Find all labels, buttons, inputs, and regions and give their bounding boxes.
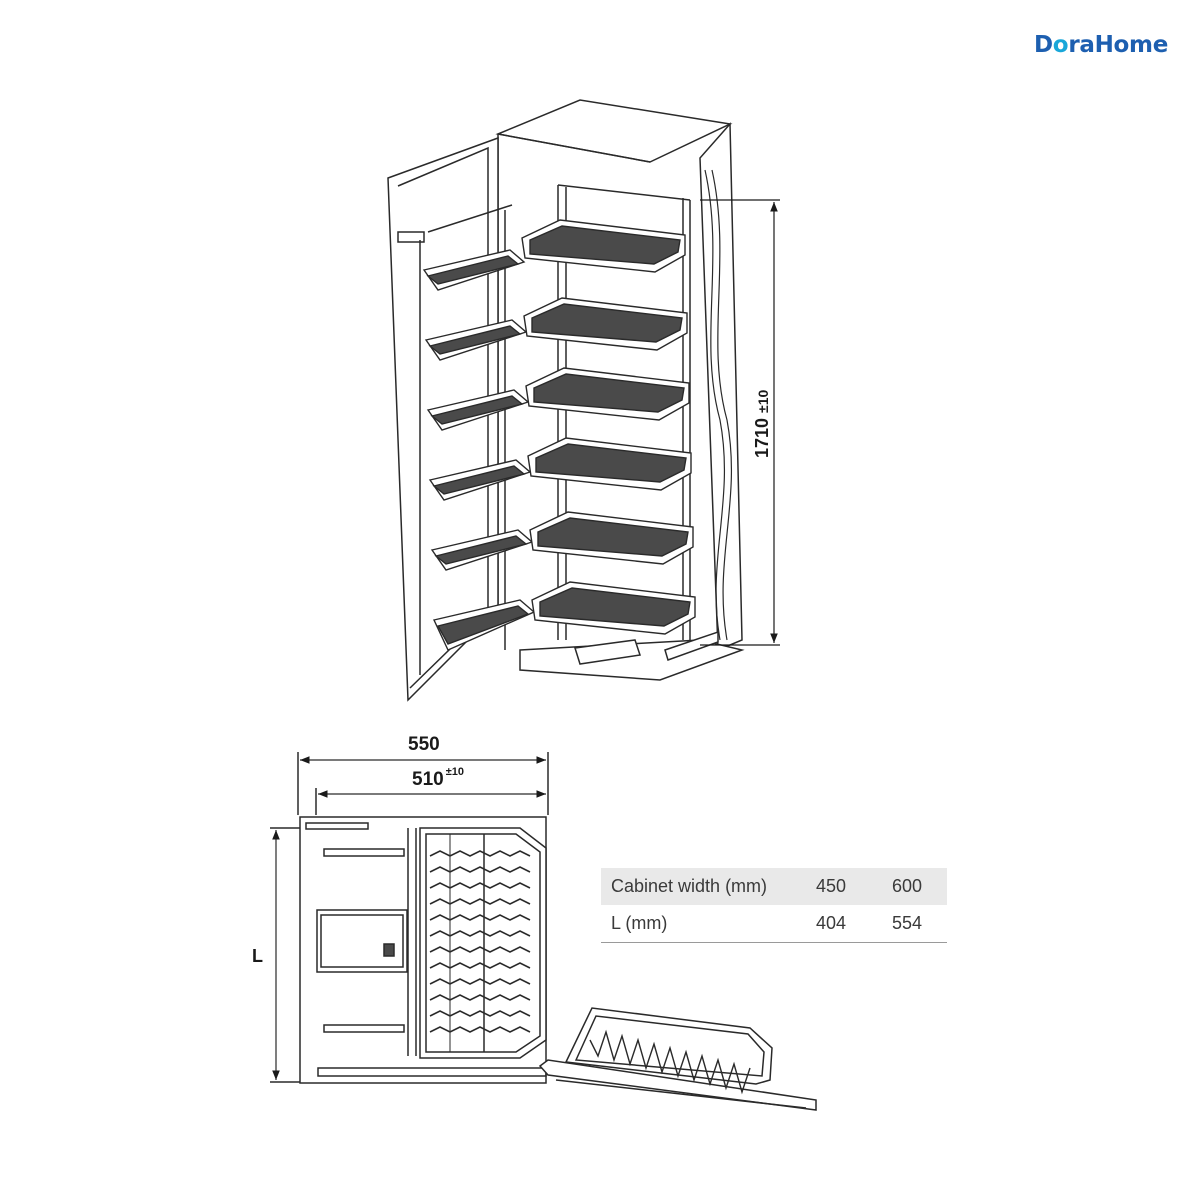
spec-table-row: L (mm) 404 554 <box>601 905 947 943</box>
main-basket <box>523 297 688 351</box>
main-basket <box>521 219 686 273</box>
inner-width-label: 510±10 <box>412 766 464 790</box>
depth-label: L <box>252 946 263 966</box>
door-basket <box>422 249 526 291</box>
spec-table: Cabinet width (mm) 450 600 L (mm) 404 55… <box>601 868 947 943</box>
main-basket <box>529 511 694 565</box>
door-basket <box>428 459 532 501</box>
spec-table-header-row: Cabinet width (mm) 450 600 <box>601 868 947 905</box>
door-baskets <box>422 249 536 651</box>
door-basket <box>430 529 534 571</box>
height-dimension <box>700 199 780 646</box>
spec-row-value-1: 404 <box>816 905 892 943</box>
plan-view <box>270 752 817 1111</box>
main-basket <box>527 437 692 491</box>
door-basket <box>424 319 528 361</box>
height-dimension-label: 1710 ±10 <box>752 389 772 458</box>
spec-header-value-1: 450 <box>816 876 847 896</box>
outer-width-label: 550 <box>408 734 440 755</box>
spec-header-value-2: 600 <box>892 876 923 896</box>
main-basket <box>531 581 696 635</box>
spec-row-value-2: 554 <box>892 905 947 943</box>
brand-logo: DoraHome <box>1034 32 1168 58</box>
spec-row-label: L (mm) <box>601 905 816 943</box>
main-baskets <box>521 219 696 635</box>
spec-header-label: Cabinet width (mm) <box>611 876 768 896</box>
main-basket <box>525 367 690 421</box>
